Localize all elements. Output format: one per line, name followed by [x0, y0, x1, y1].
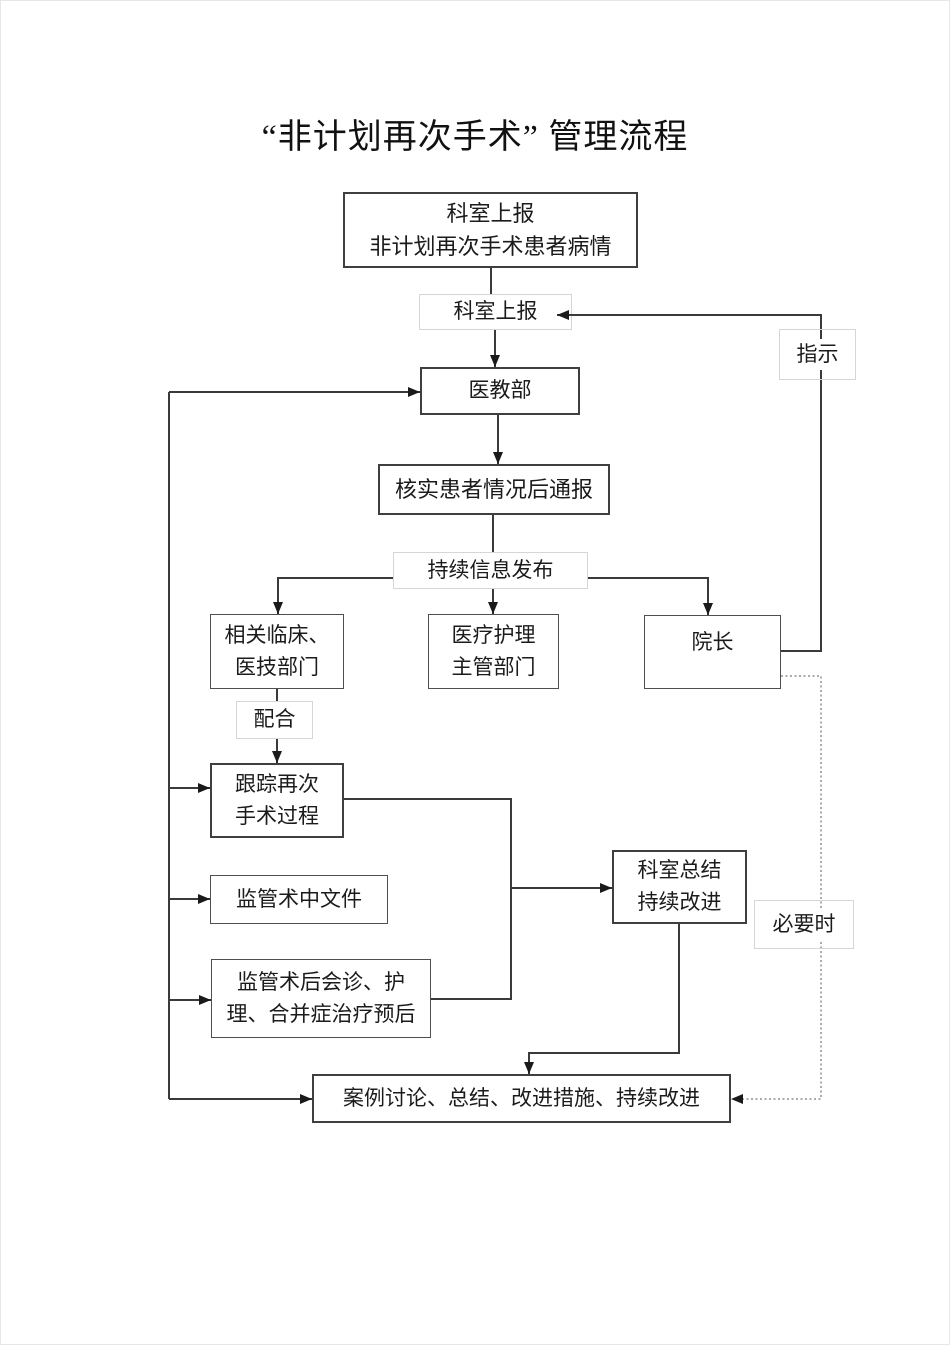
label-when-necessary: 必要时	[754, 900, 854, 949]
line-track-postop-collector	[344, 798, 512, 1000]
node-supervise-intraop-docs-label: 监管术中文件	[236, 886, 362, 911]
node-report-top-line1: 科室上报	[446, 200, 535, 226]
node-medical-education-dept: 医教部	[420, 367, 580, 415]
arrow-summary-to-case-review	[524, 924, 680, 1074]
node-dept-report: 科室上报	[419, 294, 572, 330]
line-president-instruction-loop	[572, 314, 822, 652]
node-dept-summary-line1: 科室总结	[637, 858, 722, 883]
node-supervise-postop: 监管术后会诊、护 理、合并症治疗预后	[211, 959, 431, 1038]
node-case-review: 案例讨论、总结、改进措施、持续改进	[312, 1074, 731, 1123]
node-president-label: 院长	[691, 630, 734, 654]
label-instruction-text: 指示	[794, 338, 841, 371]
label-info-release: 持续信息发布	[393, 552, 588, 589]
node-supervise-intraop-docs: 监管术中文件	[210, 875, 388, 924]
node-clinical-depts: 相关临床、 医技部门	[210, 614, 344, 689]
arrow-info-to-clinical	[273, 577, 393, 614]
label-cooperate-text: 配合	[253, 707, 296, 732]
node-nursing-dept-line1: 医疗护理	[451, 622, 536, 647]
label-when-necessary-text: 必要时	[770, 908, 838, 941]
node-track-reoperation: 跟踪再次 手术过程	[210, 763, 344, 838]
node-case-review-label: 案例讨论、总结、改进措施、持续改进	[343, 1085, 700, 1110]
node-report-top-line2: 非计划再次手术患者病情	[369, 234, 612, 259]
node-verify-notify-label: 核实患者情况后通报	[394, 476, 593, 502]
label-info-release-text: 持续信息发布	[427, 557, 554, 582]
node-track-reoperation-line2: 手术过程	[235, 803, 319, 828]
page-title: “非计划再次手术” 管理流程	[261, 119, 689, 156]
node-nursing-dept-line2: 主管部门	[451, 654, 536, 679]
arrow-info-to-president	[588, 577, 713, 615]
node-report-top: 科室上报 非计划再次手术患者病情	[343, 192, 638, 268]
node-dept-summary: 科室总结 持续改进	[612, 850, 747, 924]
node-clinical-depts-line1: 相关临床、	[224, 622, 330, 647]
node-president: 院长	[644, 615, 781, 689]
node-dept-summary-line2: 持续改进	[637, 890, 722, 914]
node-verify-notify: 核实患者情况后通报	[378, 464, 610, 515]
node-supervise-postop-line2: 理、合并症治疗预后	[226, 1001, 416, 1026]
node-clinical-depts-line2: 医技部门	[235, 654, 319, 679]
arrow-president-necessary-dotted	[731, 675, 822, 1104]
node-medical-education-label: 医教部	[468, 378, 532, 403]
node-track-reoperation-line1: 跟踪再次	[235, 771, 319, 796]
node-supervise-postop-line1: 监管术后会诊、护	[237, 969, 405, 994]
label-instruction: 指示	[779, 329, 856, 380]
label-cooperate: 配合	[236, 701, 313, 739]
node-dept-report-label: 科室上报	[453, 299, 538, 324]
node-nursing-dept: 医疗护理 主管部门	[428, 614, 559, 689]
